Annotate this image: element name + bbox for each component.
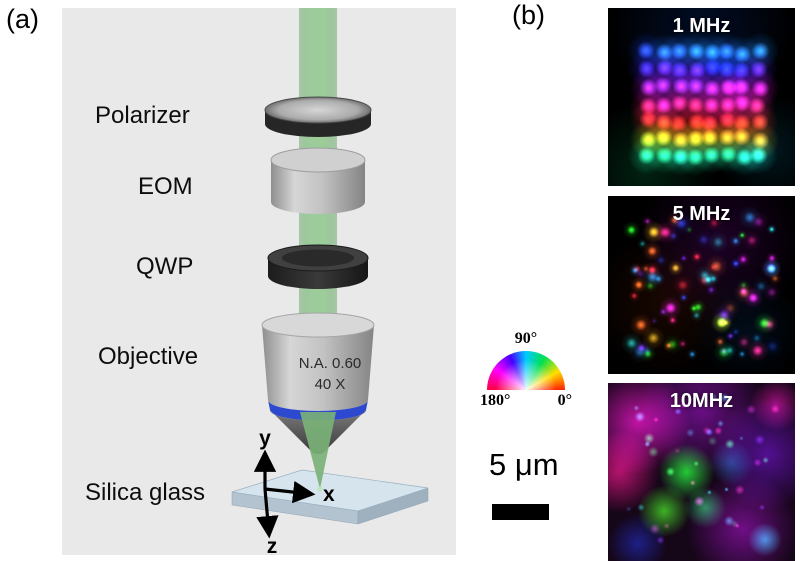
objective-blue-band [268, 400, 368, 421]
color-wheel [487, 351, 565, 390]
legend-180deg-label: 180° [480, 392, 511, 409]
micrograph-10mhz-label: 10MHz [669, 390, 734, 412]
legend-0deg-label: 0° [557, 392, 572, 409]
focused-beam-cone [300, 412, 336, 492]
panel-a-background [62, 8, 456, 555]
micrograph-5mhz: 5 MHz [608, 196, 795, 374]
silica-glass-label: Silica glass [85, 479, 205, 506]
objective-lens: N.A. 0.60 40 X [261, 312, 375, 454]
micrograph-1mhz-image [608, 8, 795, 186]
z-axis-label: z [267, 535, 278, 555]
objective-magnification-text: 40 X [315, 376, 346, 393]
micrograph-10mhz-image [608, 383, 795, 561]
micrograph-5mhz-label: 5 MHz [672, 203, 731, 225]
qwp-disc [267, 244, 369, 289]
legend-90deg-label: 90° [514, 330, 538, 347]
objective-na-text: N.A. 0.60 [299, 355, 362, 372]
objective-label: Objective [98, 343, 198, 370]
polarizer-label: Polarizer [95, 102, 190, 129]
z-axis-arrow [256, 488, 279, 539]
silica-glass-slab [231, 469, 429, 525]
scale-bar-label: 5 μm [489, 447, 559, 482]
azimuth-color-legend: 90° 180° 0° [477, 330, 575, 410]
micrograph-5mhz-image [608, 196, 795, 374]
panel-b-tag: (b) [512, 0, 545, 30]
eom-label: EOM [138, 173, 193, 200]
micrograph-1mhz: 1 MHz [608, 8, 795, 186]
optical-setup-diagram: N.A. 0.60 40 X y x z Polarizer EOM [62, 8, 456, 555]
qwp-label: QWP [136, 253, 193, 280]
panel-a-tag: (a) [6, 4, 39, 34]
micrograph-1mhz-label: 1 MHz [672, 15, 731, 37]
y-axis-label: y [259, 427, 271, 450]
micrograph-10mhz: 10MHz [608, 383, 795, 561]
optical-setup-panel: N.A. 0.60 40 X y x z Polarizer EOM [62, 8, 456, 555]
coordinate-axes [253, 449, 316, 539]
polarizer-disc [264, 96, 372, 137]
scale-bar [492, 504, 549, 520]
eom-cylinder [270, 147, 366, 214]
x-axis-label: x [323, 483, 335, 506]
x-axis-arrow [264, 480, 316, 504]
